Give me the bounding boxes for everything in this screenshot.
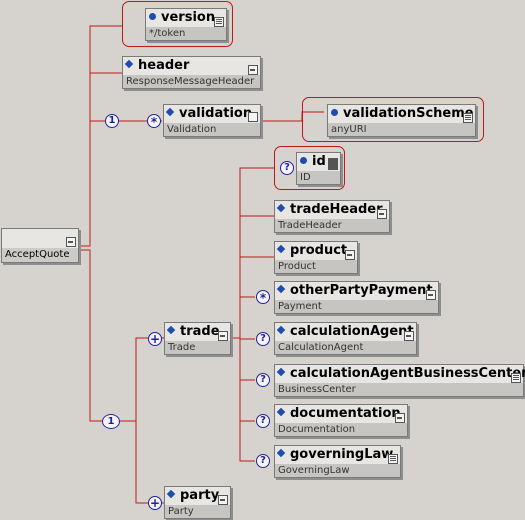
attribute-group-box xyxy=(302,97,484,142)
element-calculationagentbusinesscenter[interactable]: calculationAgentBusinessCenter BusinessC… xyxy=(274,364,525,397)
complex-type-icon xyxy=(66,237,76,247)
element-validation[interactable]: validation Validation xyxy=(163,104,261,137)
element-name: id xyxy=(312,154,326,169)
element-diamond-icon xyxy=(124,59,134,69)
element-name: trade xyxy=(180,324,220,339)
expand-icon[interactable] xyxy=(248,112,258,122)
element-product[interactable]: product Product xyxy=(274,241,358,274)
element-type: CalculationAgent xyxy=(275,341,416,354)
cardinality-one-badge: 1 xyxy=(105,114,119,128)
attribute-group-box xyxy=(274,146,345,190)
element-type: */token xyxy=(146,27,226,40)
root-element-acceptquote[interactable]: AcceptQuote xyxy=(1,228,79,263)
cardinality-many-badge: * xyxy=(147,114,161,129)
element-type: BusinessCenter xyxy=(275,383,523,396)
element-type: anyURI xyxy=(328,123,475,136)
element-name: header xyxy=(138,58,190,73)
element-diamond-icon xyxy=(276,325,286,335)
element-name: calculationAgentBusinessCenter xyxy=(290,366,525,381)
simple-type-icon xyxy=(214,17,224,27)
element-diamond-icon xyxy=(276,367,286,377)
element-type: Party xyxy=(165,505,230,518)
element-type: Product xyxy=(275,260,357,273)
cardinality-plus-badge: + xyxy=(148,332,162,346)
element-type: ID xyxy=(297,171,340,184)
optional-badge: ? xyxy=(256,332,270,346)
complex-type-icon xyxy=(377,209,387,219)
optional-badge: ? xyxy=(256,454,270,468)
element-type: Payment xyxy=(275,300,438,313)
element-governinglaw[interactable]: governingLaw GoverningLaw xyxy=(274,445,401,478)
element-name: documentation xyxy=(290,406,401,421)
complex-type-icon xyxy=(404,331,414,341)
element-header[interactable]: header ResponseMessageHeader xyxy=(122,56,261,89)
element-diamond-icon xyxy=(276,203,286,213)
element-diamond-icon xyxy=(165,107,175,117)
attribute-group-box xyxy=(122,1,233,47)
complex-type-icon xyxy=(218,495,228,505)
element-version[interactable]: version */token xyxy=(145,8,227,41)
optional-badge: ? xyxy=(280,161,294,175)
element-type: ResponseMessageHeader xyxy=(123,75,260,88)
element-documentation[interactable]: documentation Documentation xyxy=(274,404,408,437)
complex-type-icon xyxy=(345,250,355,260)
element-diamond-icon xyxy=(166,489,176,499)
attribute-dot-icon xyxy=(331,109,338,116)
element-trade[interactable]: trade Trade xyxy=(164,322,231,355)
simple-type-icon xyxy=(463,113,473,123)
element-diamond-icon xyxy=(276,407,286,417)
complex-type-icon xyxy=(248,65,258,75)
simple-type-icon xyxy=(511,373,521,383)
element-name: version xyxy=(161,10,216,25)
element-calculationagent[interactable]: calculationAgent CalculationAgent xyxy=(274,322,417,355)
simple-type-icon xyxy=(328,158,338,170)
cardinality-many-badge: * xyxy=(256,290,270,305)
element-validationscheme[interactable]: validationScheme anyURI xyxy=(327,104,476,137)
element-type: TradeHeader xyxy=(275,219,389,232)
element-party[interactable]: party Party xyxy=(164,486,231,519)
element-name: validationScheme xyxy=(343,106,474,121)
element-diamond-icon xyxy=(276,244,286,254)
element-type: Validation xyxy=(164,123,260,136)
element-type: Trade xyxy=(165,341,230,354)
attribute-dot-icon xyxy=(149,13,156,20)
complex-type-icon xyxy=(426,290,436,300)
element-name: governingLaw xyxy=(290,447,394,462)
element-type: GoverningLaw xyxy=(275,464,400,477)
element-otherpartypayment[interactable]: otherPartyPayment Payment xyxy=(274,281,439,314)
complex-type-icon xyxy=(395,413,405,423)
element-diamond-icon xyxy=(166,325,176,335)
element-name: party xyxy=(180,488,220,503)
element-tradeheader[interactable]: tradeHeader TradeHeader xyxy=(274,200,390,233)
element-diamond-icon xyxy=(276,448,286,458)
element-name: otherPartyPayment xyxy=(290,283,433,298)
attribute-dot-icon xyxy=(300,157,307,164)
element-name: tradeHeader xyxy=(290,202,383,217)
choice-compositor: 1 xyxy=(102,414,120,429)
element-name: calculationAgent xyxy=(290,324,414,339)
element-id[interactable]: id ID xyxy=(296,152,341,185)
cardinality-plus-badge: + xyxy=(148,496,162,510)
element-type: Documentation xyxy=(275,423,407,436)
element-name: product xyxy=(290,243,348,258)
optional-badge: ? xyxy=(256,373,270,387)
element-diamond-icon xyxy=(276,284,286,294)
simple-type-icon xyxy=(388,454,398,464)
optional-badge: ? xyxy=(256,414,270,428)
complex-type-icon xyxy=(218,331,228,341)
root-label: AcceptQuote xyxy=(2,248,78,262)
element-name: validation xyxy=(179,106,253,121)
